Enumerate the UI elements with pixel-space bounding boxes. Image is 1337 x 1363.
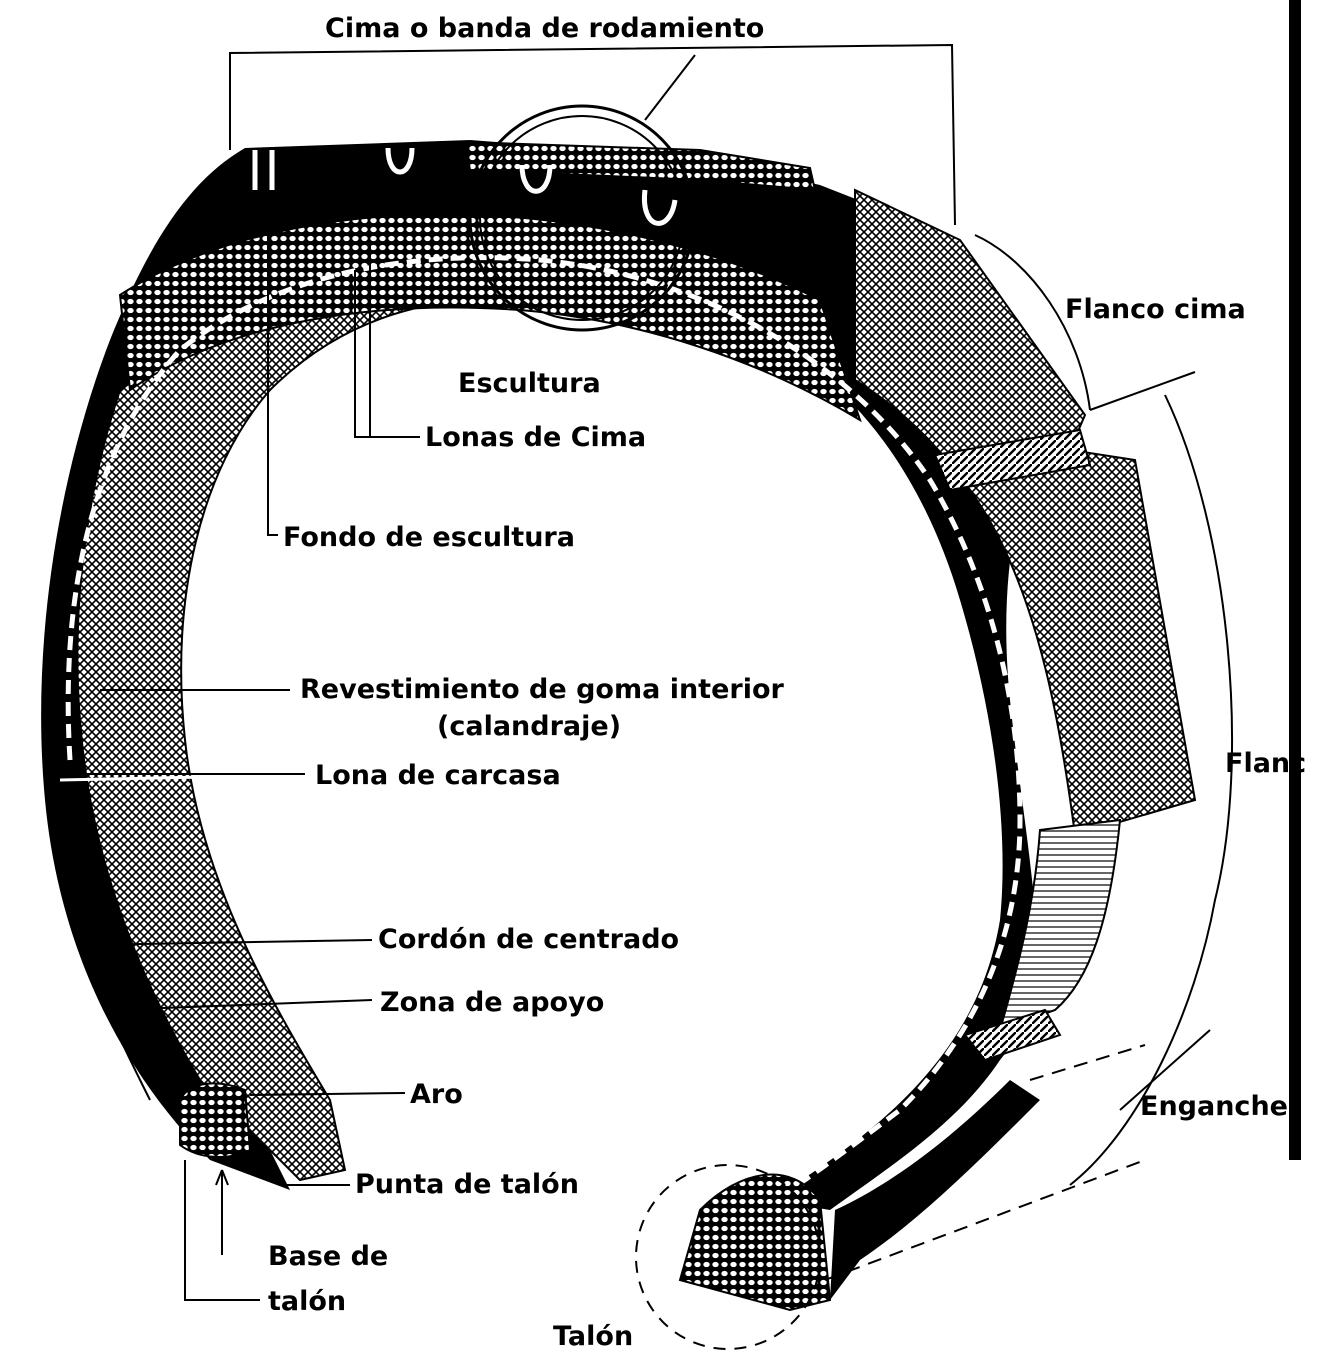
label-escultura: Escultura bbox=[458, 368, 601, 399]
label-fondo-escultura: Fondo de escultura bbox=[283, 522, 575, 553]
carcass-right bbox=[855, 190, 1195, 835]
label-talon: Talón bbox=[553, 1321, 633, 1352]
label-zona-apoyo: Zona de apoyo bbox=[380, 987, 604, 1018]
label-cordon-centrado: Cordón de centrado bbox=[378, 924, 679, 955]
bead-right bbox=[680, 1175, 830, 1310]
bead-left bbox=[180, 1083, 250, 1157]
label-flanco: Flanc bbox=[1225, 748, 1306, 779]
label-base-de: Base de bbox=[268, 1241, 388, 1272]
label-lona-carcasa: Lona de carcasa bbox=[315, 760, 561, 791]
page-border-right bbox=[1289, 0, 1301, 1160]
label-lonas-cima: Lonas de Cima bbox=[425, 422, 646, 453]
label-enganche: Enganche bbox=[1140, 1091, 1288, 1122]
label-punta-talon: Punta de talón bbox=[355, 1169, 579, 1200]
label-calandraje: (calandraje) bbox=[437, 711, 621, 742]
label-aro: Aro bbox=[410, 1079, 463, 1110]
label-flanco-cima: Flanco cima bbox=[1065, 294, 1246, 325]
label-cima: Cima o banda de rodamiento bbox=[325, 13, 764, 44]
label-talon-base: talón bbox=[268, 1286, 346, 1317]
label-revestimiento: Revestimiento de goma interior bbox=[300, 674, 785, 705]
